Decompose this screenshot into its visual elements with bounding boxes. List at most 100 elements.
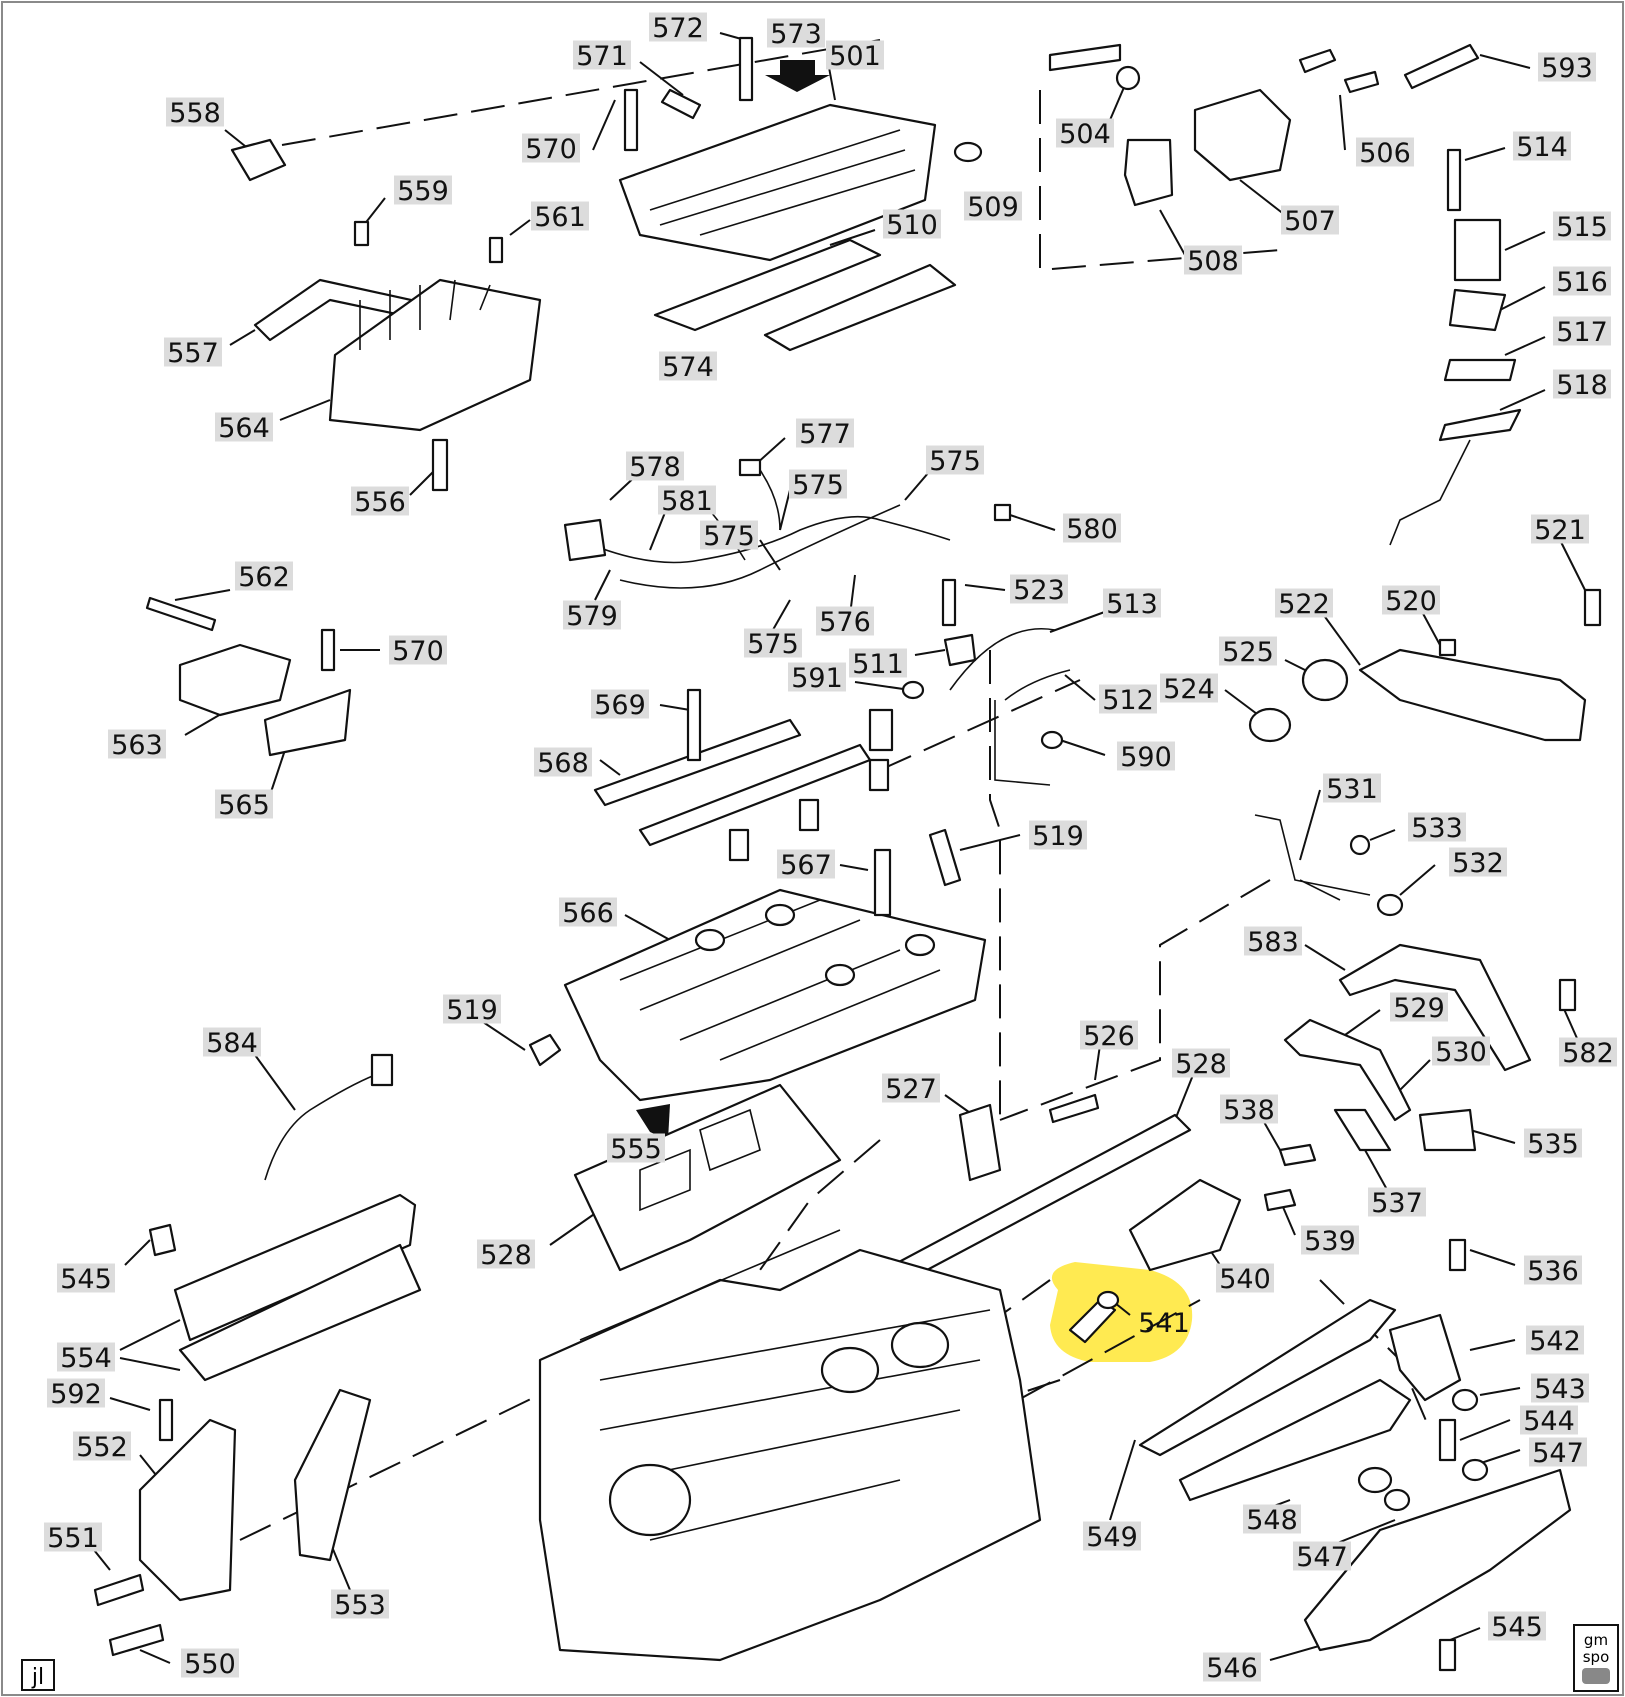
callout-number: 591 [791, 663, 843, 694]
callout-number: 533 [1411, 813, 1463, 844]
callout-number: 581 [661, 486, 713, 517]
callout-bg [964, 191, 1022, 221]
callout-529: 529 [1390, 992, 1448, 1024]
callout-525: 525 [1219, 636, 1277, 668]
callout-bg [331, 1589, 389, 1619]
callout-bg [607, 1133, 665, 1163]
callout-number: 556 [354, 487, 406, 518]
callout-number: 536 [1527, 1256, 1579, 1287]
callout-number: 519 [1032, 821, 1084, 852]
callout-number: 515 [1556, 212, 1608, 243]
callout-bg [1160, 673, 1218, 703]
callout-number: 575 [929, 446, 981, 477]
callout-536: 536 [1524, 1255, 1582, 1287]
callout-539: 539 [1301, 1225, 1359, 1257]
callout-number: 575 [703, 521, 755, 552]
callout-bg [203, 1027, 261, 1057]
callout-bg [1219, 636, 1277, 666]
callout-number: 526 [1083, 1021, 1135, 1052]
egr-valve [1193, 88, 1292, 182]
callout-570: 570 [389, 635, 447, 667]
callout-570: 570 [522, 133, 580, 165]
callout-bg [47, 1378, 105, 1408]
callout-bg [531, 201, 589, 231]
callout-number: 567 [780, 850, 832, 881]
plenum-gasket [653, 238, 882, 332]
callout-572: 572 [649, 12, 707, 44]
callout-number: 513 [1106, 589, 1158, 620]
callout-bg [1553, 316, 1611, 346]
callout-bg [1408, 812, 1466, 842]
callout-563: 563 [108, 729, 166, 761]
callout-533: 533 [1408, 812, 1466, 844]
callout-number: 552 [76, 1432, 128, 1463]
callout-number: 509 [967, 192, 1019, 223]
callout-number: 590 [1120, 742, 1172, 773]
exhaust-manifold-548 [1178, 1378, 1412, 1502]
callout-number: 527 [885, 1074, 937, 1105]
callout-bg [1449, 847, 1507, 877]
callout-number: 580 [1066, 514, 1118, 545]
callout-number: 529 [1393, 993, 1445, 1024]
callout-bg [477, 1239, 535, 1269]
callout-number: 517 [1556, 317, 1608, 348]
callout-bg [235, 561, 293, 591]
callout-number: 537 [1371, 1188, 1423, 1219]
callout-number: 538 [1223, 1095, 1275, 1126]
callout-number: 569 [594, 690, 646, 721]
corner-tag-right-line2: spo [1583, 1648, 1610, 1666]
callout-number: 501 [829, 41, 881, 72]
callout-bg [1103, 588, 1161, 618]
heat-shield-554-upper [173, 1193, 417, 1342]
callout-bg [659, 351, 717, 381]
callout-582: 582 [1559, 1037, 1617, 1069]
callout-bg [443, 994, 501, 1024]
callout-bg [1513, 131, 1571, 161]
callout-550: 550 [181, 1648, 239, 1680]
callout-number: 593 [1541, 53, 1593, 84]
callout-number: 521 [1534, 515, 1586, 546]
callout-554: 554 [57, 1342, 115, 1374]
callout-bg [591, 689, 649, 719]
callout-number: 563 [111, 730, 163, 761]
callout-527: 527 [882, 1073, 940, 1105]
callout-583: 583 [1244, 926, 1302, 958]
callout-528: 528 [1172, 1048, 1230, 1080]
callout-565: 565 [215, 789, 273, 821]
callout-bg [181, 1648, 239, 1678]
callout-520: 520 [1382, 585, 1440, 617]
callout-number: 566 [562, 898, 614, 929]
callout-562: 562 [235, 561, 293, 593]
callout-number: 547 [1532, 1438, 1584, 1469]
callout-bg [215, 412, 273, 442]
callout-number: 584 [206, 1028, 258, 1059]
callout-bg [1553, 266, 1611, 296]
callout-number: 564 [218, 413, 270, 444]
callout-bg [1382, 585, 1440, 615]
callout-number: 557 [167, 338, 219, 369]
callout-bg [1275, 588, 1333, 618]
callout-bg [1184, 245, 1242, 275]
callout-bg [522, 133, 580, 163]
callout-number: 525 [1222, 637, 1274, 668]
callout-bg [826, 40, 884, 70]
callout-531: 531 [1323, 773, 1381, 805]
callout-bg [1531, 1373, 1589, 1403]
thermostat-housing [1358, 648, 1587, 742]
callout-547: 547 [1293, 1541, 1351, 1573]
callout-540: 540 [1216, 1263, 1274, 1295]
callout-bg [1531, 514, 1589, 544]
callout-number: 561 [534, 202, 586, 233]
callout-556: 556 [351, 486, 409, 518]
callout-bg [926, 445, 984, 475]
callout-bg [389, 635, 447, 665]
callout-584: 584 [203, 1027, 261, 1059]
callout-552: 552 [73, 1431, 131, 1463]
callout-bg [1293, 1541, 1351, 1571]
callout-number: 555 [610, 1134, 662, 1165]
callout-number: 514 [1516, 132, 1568, 163]
callout-521: 521 [1531, 514, 1589, 546]
callout-bg [166, 97, 224, 127]
